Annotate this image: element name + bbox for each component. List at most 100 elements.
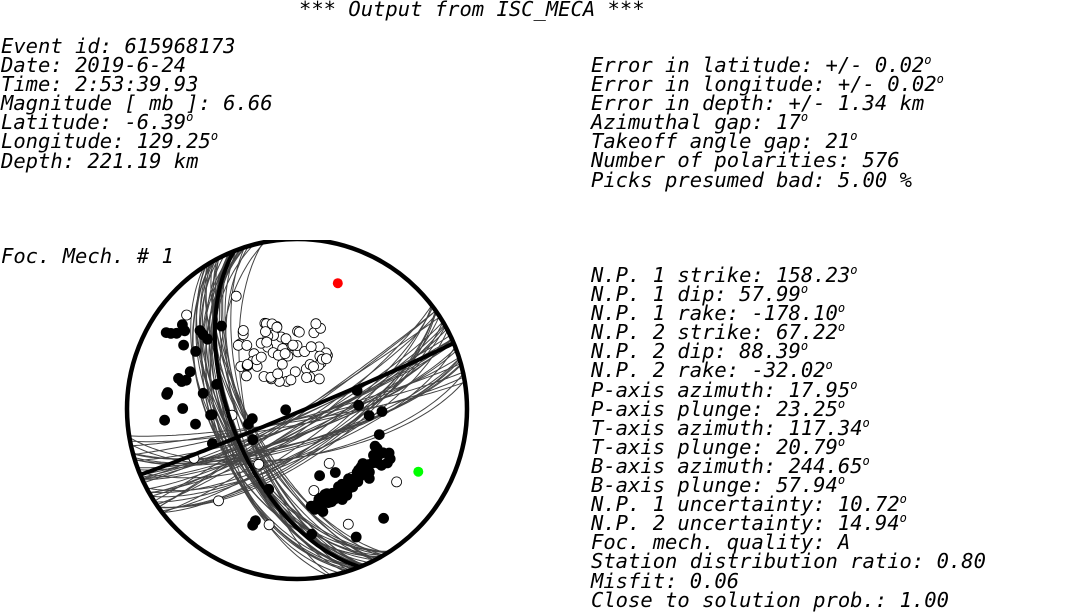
compression-dot xyxy=(280,404,292,416)
solution-plane-line xyxy=(199,257,376,561)
dilatation-dot xyxy=(279,348,291,359)
mechanism-info-label: B-axis azimuth xyxy=(591,453,764,478)
compression-dot xyxy=(216,320,227,332)
mechanism-info-value: 20.79 xyxy=(776,434,838,459)
dilatation-dot xyxy=(308,361,319,372)
beachball-diagram xyxy=(124,240,470,582)
mechanism-info-label: T-axis plunge xyxy=(591,434,752,459)
mechanism-info-line: N.P. 1 strike: 158.23o xyxy=(591,263,986,287)
compression-dot xyxy=(383,447,395,459)
quality-info-line: Error in latitude: +/- 0.02o xyxy=(591,53,944,77)
label-separator: : xyxy=(751,396,777,421)
event-info-line: Date: 2019-6-24 xyxy=(1,53,273,78)
degree-symbol: o xyxy=(837,473,846,488)
solution-plane-line xyxy=(141,338,453,480)
mechanism-info-value: -32.02 xyxy=(751,358,826,383)
quality-info-label: Error in latitude xyxy=(591,53,801,77)
label-separator: : xyxy=(837,148,863,173)
degree-symbol: o xyxy=(850,377,858,392)
compression-dot xyxy=(368,449,379,461)
mechanism-info-label: P-axis plunge xyxy=(591,396,752,421)
label-separator: : xyxy=(62,148,88,173)
nodal-plane-1 xyxy=(212,250,361,569)
quality-info-value: 5.00 % xyxy=(837,167,912,192)
label-separator: : xyxy=(714,339,740,364)
event-info-value: 2019-6-24 xyxy=(75,53,187,78)
label-separator: : xyxy=(714,282,740,307)
compression-dot xyxy=(206,409,218,421)
mechanism-info-value: 17.95 xyxy=(788,377,851,402)
label-separator: : xyxy=(726,358,752,383)
degree-symbol: o xyxy=(800,339,809,354)
degree-symbol: o xyxy=(899,492,907,507)
compression-polarities xyxy=(159,319,396,543)
dilatation-dot xyxy=(240,370,252,382)
label-separator: : xyxy=(112,129,137,154)
label-separator: : xyxy=(763,415,789,440)
quality-info-label: Azimuthal gap xyxy=(591,110,752,135)
quality-info-label: Number of polarities xyxy=(591,148,838,173)
dilatation-dot xyxy=(310,318,322,330)
quality-info-line: Picks presumed bad: 5.00 % xyxy=(591,167,944,192)
degree-symbol: o xyxy=(899,511,907,526)
quality-info-label: Picks presumed bad xyxy=(591,167,814,192)
dilatation-dot xyxy=(320,353,332,364)
compression-dot xyxy=(378,512,390,524)
mechanism-info-label: Misfit xyxy=(591,568,666,593)
t-axis-marker xyxy=(413,466,424,477)
label-separator: : xyxy=(763,91,789,116)
compression-dot xyxy=(350,531,362,543)
quality-info-label: Takeoff angle gap xyxy=(591,129,801,154)
event-info-label: Longitude xyxy=(1,129,113,154)
degree-symbol: o xyxy=(850,129,858,144)
compression-dot xyxy=(373,429,385,441)
compression-dot xyxy=(190,346,202,357)
solution-plane-line xyxy=(143,334,451,484)
dilatation-dot xyxy=(271,321,283,333)
degree-symbol: o xyxy=(837,434,846,449)
dilatation-polarities xyxy=(181,276,421,561)
mechanism-info-value: 0.80 xyxy=(936,549,986,574)
degree-symbol: o xyxy=(862,453,870,468)
dilatation-dot xyxy=(272,368,284,380)
mechanism-info-value: 158.23 xyxy=(776,263,851,287)
event-info-value: 221.19 km xyxy=(87,148,199,173)
dilatation-dot xyxy=(293,326,305,338)
dilatation-dot xyxy=(230,290,242,302)
label-separator: : xyxy=(813,492,838,517)
compression-dot xyxy=(180,374,192,386)
mechanism-info-line: P-axis plunge: 23.25o xyxy=(591,396,986,421)
dilatation-dot xyxy=(242,359,253,370)
label-separator: : xyxy=(751,320,777,345)
mechanism-info-line: N.P. 2 strike: 67.22o xyxy=(591,320,986,345)
mechanism-info-label: N.P. 2 strike xyxy=(591,320,752,345)
mechanism-info-label: N.P. 1 dip xyxy=(591,282,715,307)
quality-info-label: Error in longitude xyxy=(591,72,814,97)
foc-mech-title: Foc. Mech. # 1 xyxy=(1,244,174,268)
mechanism-info-label: Station distribution ratio xyxy=(591,549,912,574)
dilatation-dot xyxy=(276,358,288,370)
label-separator: : xyxy=(99,34,125,58)
solution-plane-line xyxy=(133,363,462,455)
event-info-line: Latitude: -6.39o xyxy=(1,110,273,135)
compression-dot xyxy=(362,459,374,471)
compression-dot xyxy=(329,467,341,478)
mechanism-info-line: T-axis azimuth: 117.34o xyxy=(591,415,986,440)
dilatation-dot xyxy=(181,309,192,321)
dilatation-dot xyxy=(287,339,299,351)
label-separator: : xyxy=(763,377,789,402)
quality-info-value: 576 xyxy=(862,148,900,173)
solution-plane-line xyxy=(150,321,444,497)
quality-info-line: Azimuthal gap: 17o xyxy=(591,110,944,135)
event-info-line: Depth: 221.19 km xyxy=(1,148,273,173)
mechanism-info-value: 14.94 xyxy=(837,511,900,536)
dilatation-dot xyxy=(263,519,275,531)
mechanism-info-value: 23.25 xyxy=(776,396,838,421)
label-separator: : xyxy=(874,587,900,612)
label-separator: : xyxy=(99,110,125,135)
compression-dot xyxy=(369,440,381,452)
solution-plane-line xyxy=(205,247,352,571)
label-separator: : xyxy=(813,530,838,555)
mechanism-info-line: N.P. 2 dip: 88.39o xyxy=(591,339,986,364)
